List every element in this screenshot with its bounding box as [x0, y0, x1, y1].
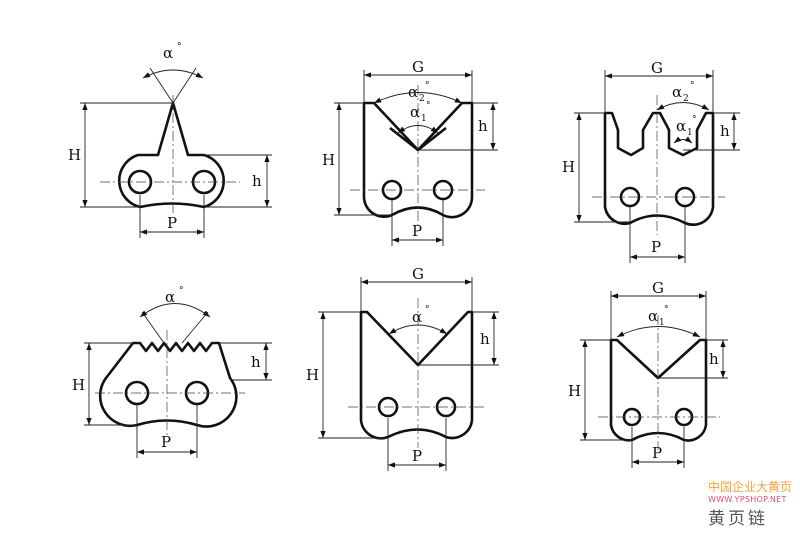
label-h: h	[251, 353, 261, 371]
label-P: P	[651, 238, 661, 256]
subscript: 1	[421, 114, 427, 124]
pin-hole	[432, 179, 454, 201]
watermark-brand: 黄页链	[708, 509, 768, 529]
label-P: P	[412, 222, 422, 240]
degree-sign: °	[425, 305, 430, 315]
label-h: h	[709, 350, 719, 368]
degree-sign: °	[179, 286, 184, 296]
subscript: 1	[659, 318, 665, 328]
label-H: H	[562, 158, 575, 176]
subscript: 2	[419, 94, 425, 104]
watermark-url: WWW.YPSHOP.NET	[708, 495, 787, 504]
label-P: P	[652, 444, 662, 462]
pin-hole	[619, 186, 641, 208]
pin-hole	[435, 396, 457, 418]
figure-double-angle-v: G α 2 ° α 1 ° H h P	[322, 58, 498, 246]
figure-single-tooth: α ° H h P	[68, 42, 272, 238]
angle-arc	[142, 69, 204, 79]
label-G: G	[412, 58, 424, 76]
label-H: H	[72, 376, 85, 394]
label-h: h	[252, 172, 262, 190]
label-G: G	[652, 279, 664, 297]
label-H: H	[306, 366, 319, 384]
label-alpha: α	[165, 288, 175, 306]
angle-arc	[388, 324, 448, 335]
label-P: P	[161, 433, 171, 451]
label-alpha1: α	[676, 117, 686, 135]
label-alpha1: α	[648, 307, 658, 325]
watermark: 中国企业大黄页 WWW.YPSHOP.NET 黄页链	[708, 478, 798, 529]
figure-v-link: G α ° H h P	[306, 265, 499, 471]
watermark-title: 中国企业大黄页	[708, 480, 793, 494]
degree-sign: °	[425, 81, 430, 91]
label-P: P	[412, 447, 422, 465]
link-outline	[98, 341, 238, 428]
link-outline	[603, 111, 715, 226]
figure-serrated: α ° H h P	[72, 286, 272, 458]
label-alpha: α	[163, 44, 173, 62]
link-outline	[609, 338, 708, 442]
angle-arc	[616, 326, 701, 338]
angle-arc	[139, 303, 211, 318]
link-outline	[117, 101, 225, 209]
label-alpha2: α	[408, 83, 418, 101]
label-G: G	[412, 265, 424, 283]
label-alpha2: α	[672, 83, 682, 101]
label-G: G	[651, 59, 663, 77]
subscript: 1	[687, 128, 693, 138]
link-outline	[362, 101, 474, 219]
degree-sign: °	[692, 115, 697, 125]
label-alpha1: α	[410, 103, 420, 121]
label-P: P	[167, 214, 177, 232]
label-h: h	[480, 330, 490, 348]
degree-sign: °	[664, 305, 669, 315]
degree-sign: °	[426, 101, 431, 111]
link-outline	[359, 310, 474, 440]
label-alpha: α	[412, 308, 422, 326]
figure-double-notch: G α 2 ° α 1 ° H h P	[562, 59, 740, 263]
degree-sign: °	[177, 42, 182, 52]
label-H: H	[568, 382, 581, 400]
label-H: H	[322, 151, 335, 169]
label-h: h	[478, 117, 488, 135]
label-h: h	[720, 122, 730, 140]
pin-hole	[674, 186, 696, 208]
label-H: H	[68, 146, 81, 164]
figure-v-link-small: G α 1 ° H h P	[568, 279, 728, 468]
degree-sign: °	[690, 81, 695, 91]
subscript: 2	[683, 94, 689, 104]
